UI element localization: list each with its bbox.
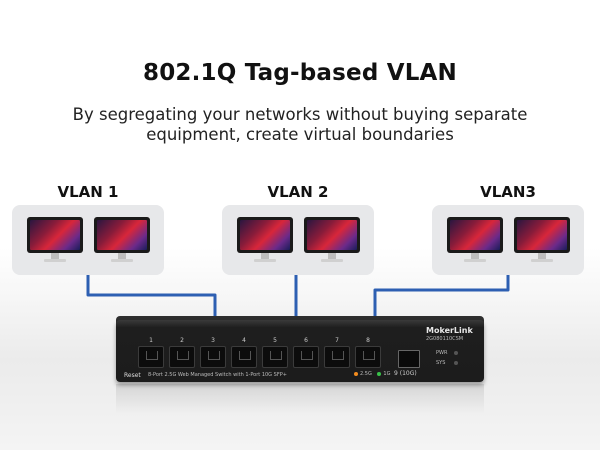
ethernet-port-5[interactable] (262, 346, 288, 368)
vlan-1-group (12, 205, 164, 275)
port-number: 4 (242, 337, 246, 344)
led-green-icon (377, 371, 382, 376)
vlan-2-label: VLAN 2 (267, 183, 329, 201)
pwr-led-icon (454, 351, 458, 355)
switch-description: 8-Port 2.5G Web Managed Switch with 1-Po… (148, 372, 287, 378)
computer-monitor-icon (94, 217, 150, 263)
vlan-1-label: VLAN 1 (57, 183, 119, 201)
network-switch: MokerLink 2G080110CSM 1 2 3 4 5 6 7 8 9 … (116, 320, 484, 382)
port-number: 8 (366, 337, 370, 344)
reset-button[interactable]: Reset (124, 372, 141, 379)
vlan-3-group (432, 205, 584, 275)
computer-monitor-icon (304, 217, 360, 263)
led-orange-icon (354, 371, 358, 376)
ethernet-port-6[interactable] (293, 346, 319, 368)
port-number: 2 (180, 337, 184, 344)
sfp-port[interactable] (398, 350, 420, 368)
ethernet-port-3[interactable] (200, 346, 226, 368)
port-number: 1 (149, 337, 153, 344)
subtitle-line-2: equipment, create virtual boundaries (146, 125, 454, 144)
port-number: 7 (335, 337, 339, 344)
speed-legend-1g: 1G (383, 371, 391, 377)
switch-model: 2G080110CSM (426, 336, 464, 342)
computer-monitor-icon (237, 217, 293, 263)
speed-legend-2-5g: 2.5G (360, 371, 372, 377)
speed-legend: 2.5G 1G (354, 371, 390, 377)
port-number: 6 (304, 337, 308, 344)
switch-reflection (116, 384, 484, 414)
computer-monitor-icon (447, 217, 503, 263)
page-title: 802.1Q Tag-based VLAN (142, 60, 457, 86)
subtitle-line-1: By segregating your networks without buy… (72, 105, 528, 124)
sys-label: SYS (436, 360, 446, 366)
sys-led-icon (454, 361, 458, 365)
ethernet-port-1[interactable] (138, 346, 164, 368)
switch-brand: MokerLink (426, 326, 473, 335)
vlan-1-cable (86, 275, 217, 322)
ethernet-port-2[interactable] (169, 346, 195, 368)
port-number: 3 (211, 337, 215, 344)
sfp-label: 9 (10G) (394, 370, 417, 377)
pwr-label: PWR (436, 350, 448, 356)
vlan-3-cable (373, 275, 510, 322)
page-subtitle: By segregating your networks without buy… (0, 105, 600, 145)
vlan-3-label: VLAN3 (480, 183, 536, 201)
vlan-2-group (222, 205, 374, 275)
ethernet-port-4[interactable] (231, 346, 257, 368)
ethernet-port-8[interactable] (355, 346, 381, 368)
computer-monitor-icon (514, 217, 570, 263)
ethernet-port-7[interactable] (324, 346, 350, 368)
port-number: 5 (273, 337, 277, 344)
computer-monitor-icon (27, 217, 83, 263)
